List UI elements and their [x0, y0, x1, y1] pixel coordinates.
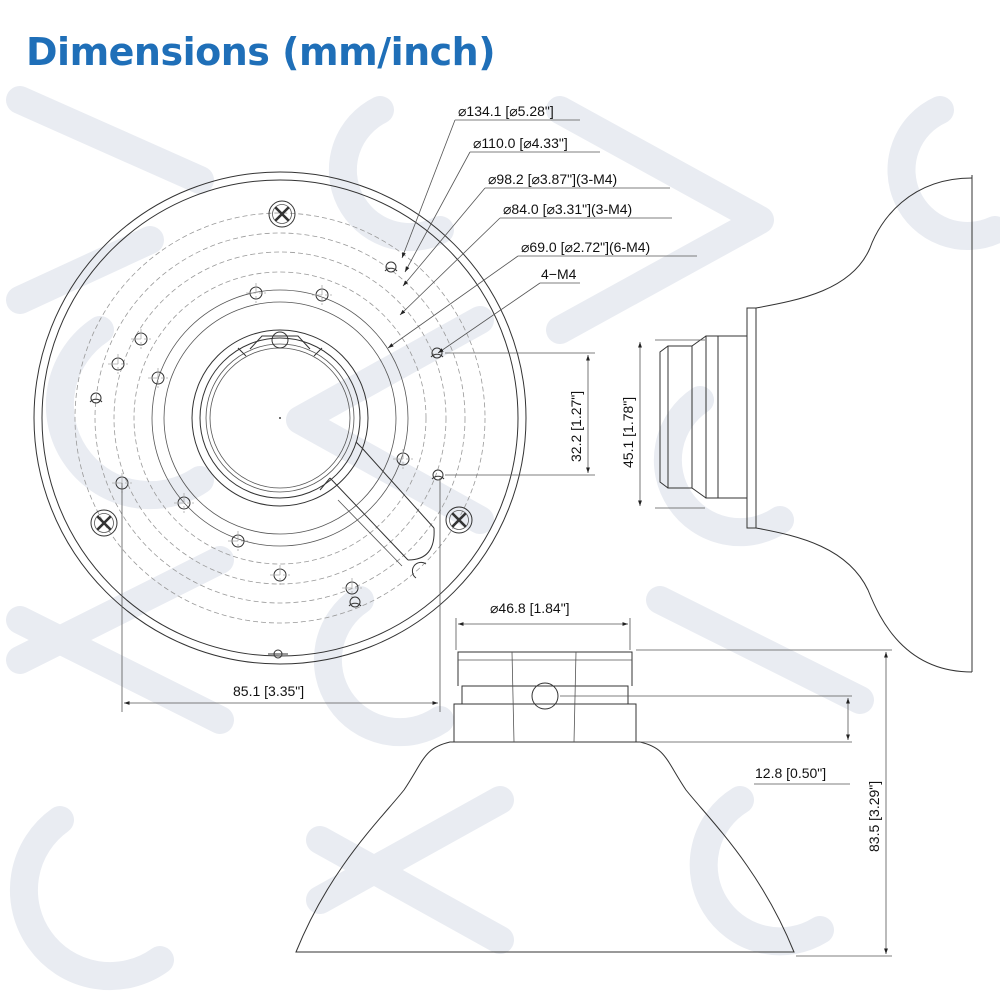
label-neck-diameter: ⌀46.8 [1.84"]: [490, 600, 570, 616]
page-title: Dimensions (mm/inch): [26, 30, 496, 74]
label-dia-98: ⌀98.2 [⌀3.87"](3-M4): [488, 171, 617, 187]
label-dia-69: ⌀69.0 [⌀2.72"](6-M4): [521, 239, 650, 255]
label-width: 85.1 [3.35"]: [233, 683, 304, 699]
label-flange-height: 12.8 [0.50"]: [755, 765, 826, 781]
side-view: [638, 175, 973, 673]
label-dia-134: ⌀134.1 [⌀5.28"]: [458, 103, 554, 119]
top-view: [33, 119, 697, 712]
label-total-height: 83.5 [3.29"]: [866, 781, 882, 852]
label-dia-84: ⌀84.0 [⌀3.31"](3-M4): [503, 201, 632, 217]
label-4-m4: 4−M4: [541, 266, 577, 282]
label-hole-spacing: 32.2 [1.27"]: [568, 391, 584, 462]
label-height-side: 45.1 [1.78"]: [620, 397, 636, 468]
front-view: [295, 618, 892, 957]
label-dia-110: ⌀110.0 [⌀4.33"]: [473, 135, 568, 151]
watermark: [6, 86, 1000, 991]
